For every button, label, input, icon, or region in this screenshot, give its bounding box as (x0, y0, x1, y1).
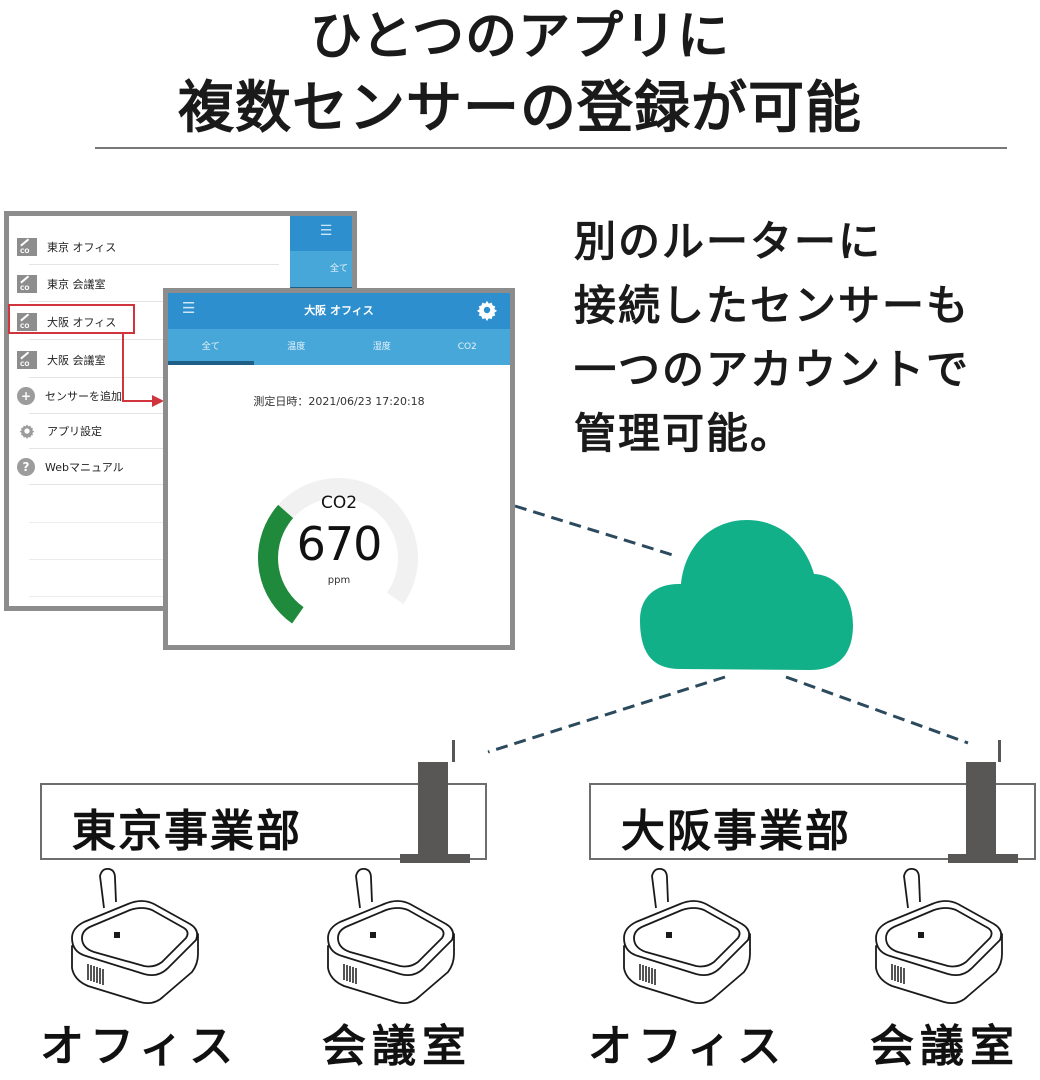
menu-item-label: 大阪 オフィス (47, 316, 117, 329)
headline-line-1: ひとつのアプリに (309, 7, 731, 67)
tab-all[interactable]: 全て (201, 342, 220, 352)
co2-sensor-icon (17, 313, 37, 331)
sensor-device-icon (327, 868, 455, 1005)
router-icon (400, 740, 472, 865)
arrow-connector (122, 400, 154, 402)
tab-temperature[interactable]: 温度 (287, 342, 306, 352)
menu-item-label: センサーを追加 (45, 390, 122, 403)
menu-item-label: アプリ設定 (47, 425, 102, 438)
menu-item-label: 大阪 会議室 (47, 354, 106, 367)
plus-circle-icon: + (17, 387, 35, 405)
tab-bar: 全て 温度 湿度 CO2 (168, 329, 510, 365)
co2-sensor-icon (17, 238, 37, 256)
hamburger-menu-icon[interactable]: ☰ (290, 216, 352, 251)
description-line: 別のルーターに (574, 217, 883, 266)
help-circle-icon: ? (17, 458, 35, 476)
active-tab-indicator (168, 361, 254, 365)
menu-item-app-settings[interactable]: アプリ設定 (9, 413, 279, 449)
menu-item-osaka-office[interactable]: 大阪 オフィス (9, 304, 279, 340)
co2-gauge (258, 477, 418, 638)
menu-item-osaka-meeting-room[interactable]: 大阪 会議室 (9, 342, 279, 378)
gauge-unit: ppm (327, 575, 351, 586)
menu-item-tokyo-meeting-room[interactable]: 東京 会議室 (9, 266, 279, 302)
app-title: 大阪 オフィス (304, 304, 374, 317)
selection-highlight (8, 304, 135, 334)
menu-item-tokyo-office[interactable]: 東京 オフィス (9, 229, 279, 265)
headline-divider (95, 147, 1007, 149)
app-header: ☰ 大阪 オフィス (168, 293, 510, 329)
sensor-label-tokyo-meeting-room: 会議室 (322, 1021, 472, 1072)
sensor-label-tokyo-office: オフィス (40, 1021, 240, 1072)
co2-sensor-icon (17, 275, 37, 293)
cloud-to-osaka-line (785, 675, 969, 745)
gear-icon (19, 424, 35, 439)
arrow-head-icon (152, 395, 164, 407)
hamburger-menu-icon[interactable]: ☰ (182, 299, 196, 317)
osaka-division-box: 大阪事業部 (589, 783, 1036, 860)
sensor-device-icon (71, 868, 199, 1005)
app-to-cloud-line (514, 504, 677, 558)
menu-item-label: Webマニュアル (45, 461, 124, 474)
sensor-device-icon (623, 868, 751, 1005)
empty-row-divider (29, 596, 279, 597)
tab-all-peek[interactable]: 全て (290, 251, 352, 287)
co2-sensor-icon (17, 351, 37, 369)
tokyo-division-box: 東京事業部 (40, 783, 487, 860)
cloud-icon (640, 520, 853, 670)
sensor-label-osaka-meeting-room: 会議室 (870, 1021, 1020, 1072)
empty-row-divider (29, 522, 279, 523)
description-line: 一つのアカウントで (574, 345, 971, 394)
gauge-label: CO2 (320, 493, 358, 513)
cloud-to-tokyo-line (487, 675, 726, 754)
menu-item-web-manual[interactable]: ? Webマニュアル (9, 449, 279, 485)
sensor-device-icon (875, 868, 1003, 1005)
app-dashboard-screenshot: ☰ 大阪 オフィス 全て 温度 湿度 CO2 測定日時：2021/06/23 1… (163, 288, 515, 650)
menu-item-label: 東京 会議室 (47, 278, 106, 291)
tab-humidity[interactable]: 湿度 (372, 342, 391, 352)
arrow-connector (122, 334, 124, 401)
description-line: 管理可能。 (574, 409, 795, 458)
router-icon (948, 740, 1020, 865)
tab-co2[interactable]: CO2 (457, 342, 477, 352)
office-name: 東京事業部 (72, 806, 302, 857)
empty-row-divider (29, 559, 279, 560)
office-name: 大阪事業部 (621, 806, 851, 857)
measurement-timestamp: 測定日時：2021/06/23 17:20:18 (253, 395, 425, 408)
headline-line-2: 複数センサーの登録が可能 (178, 76, 862, 141)
menu-item-add-sensor[interactable]: + センサーを追加 (9, 378, 279, 414)
description-text: 別のルーターに 接続したセンサーも 一つのアカウントで 管理可能。 (574, 210, 970, 466)
menu-item-label: 東京 オフィス (47, 241, 117, 254)
description-line: 接続したセンサーも (574, 281, 971, 330)
settings-gear-icon[interactable] (476, 299, 498, 321)
gauge-value: 670 (296, 517, 383, 571)
sensor-label-osaka-office: オフィス (588, 1021, 788, 1072)
